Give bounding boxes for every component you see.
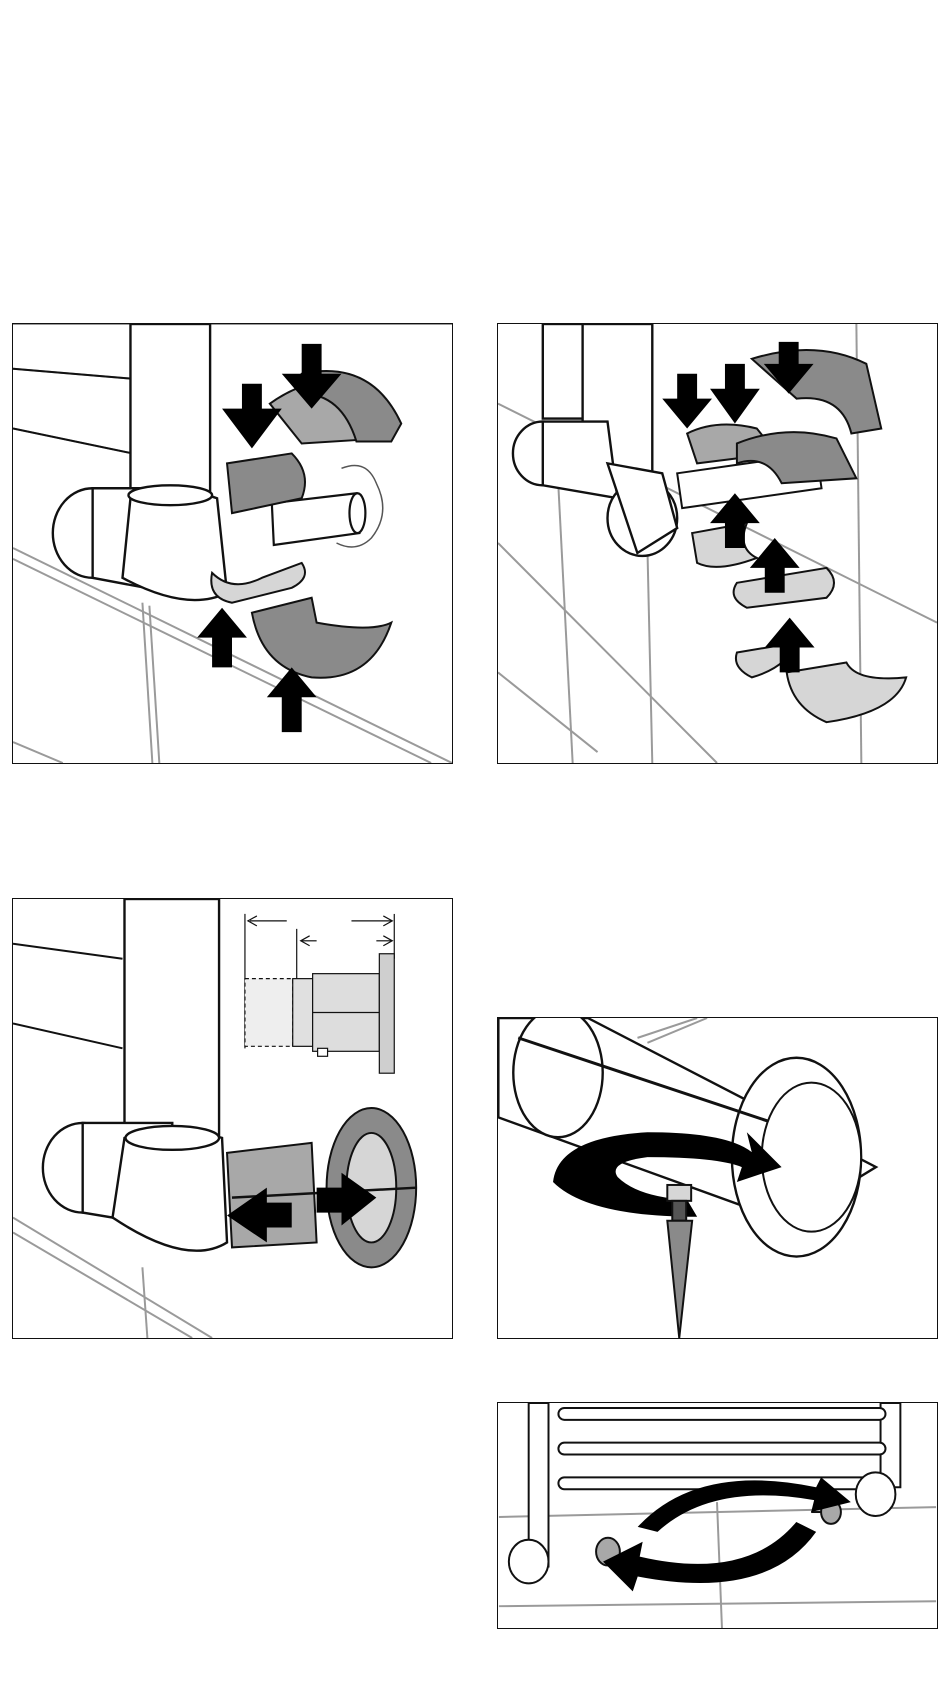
- radiator-pipe: [53, 324, 227, 600]
- wall-tiles: [638, 1018, 708, 1043]
- cover-bottom-rear: [252, 598, 391, 678]
- cover-bottom-1: [692, 523, 757, 567]
- wall-lines-dark: [13, 369, 132, 454]
- inset-dimension-diagram: [245, 914, 394, 1073]
- arrow-down-icon: [662, 342, 813, 429]
- wall-lines-dark: [13, 944, 123, 1049]
- panel-step-3: [12, 898, 453, 1339]
- cover-top-3: [752, 350, 881, 434]
- wall-rosette: [762, 1083, 861, 1232]
- illustration-multiple-covers: [498, 324, 937, 763]
- illustration-pipe-cover-fit: [13, 324, 452, 763]
- cover-bottom-4: [787, 662, 906, 722]
- illustration-swap-plug-valve: [498, 1403, 937, 1628]
- panel-step-2: [497, 323, 938, 764]
- illustration-length-adjust: [13, 899, 452, 1338]
- radiator-pipe: [513, 324, 677, 556]
- swap-arrows-icon: [603, 1477, 851, 1591]
- illustration-tighten-screw: [498, 1018, 937, 1338]
- panel-step-1: [12, 323, 453, 764]
- panel-step-4: [497, 1017, 938, 1339]
- panel-step-5: [497, 1402, 938, 1629]
